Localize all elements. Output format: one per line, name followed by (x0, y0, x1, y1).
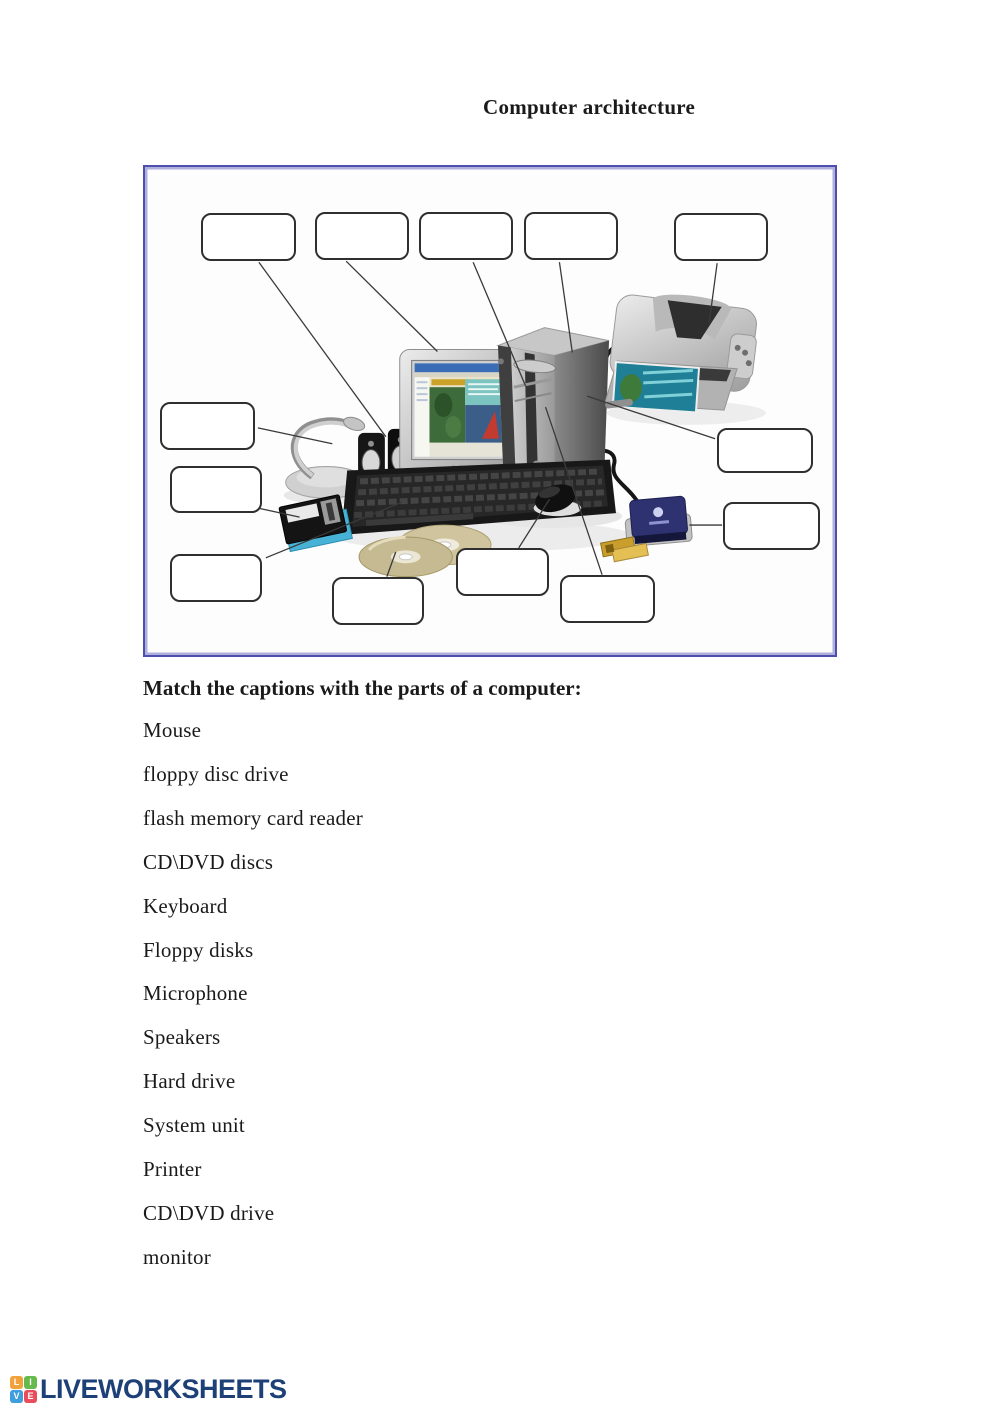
logo-tile-v: V (10, 1390, 23, 1403)
cd-dvd-discs-image (358, 524, 492, 578)
caption-system-unit: System unit (143, 1113, 245, 1138)
connector-lines (253, 260, 723, 577)
answer-box-microphone[interactable] (160, 402, 255, 450)
printer-image (604, 294, 757, 414)
liveworksheets-logo: L I V E LIVEWORKSHEETS (10, 1374, 287, 1405)
computer-illustration (253, 260, 766, 578)
caption-list: Mouse floppy disc drive flash memory car… (143, 709, 363, 1279)
liveworksheets-icon: L I V E (10, 1376, 37, 1403)
caption-microphone: Microphone (143, 981, 248, 1006)
line-system-unit (586, 395, 716, 440)
page-title: Computer architecture (483, 95, 696, 119)
answer-box-cd-dvd-drive[interactable] (419, 212, 513, 260)
caption-mouse: Mouse (143, 718, 202, 743)
caption-card-reader: flash memory card reader (143, 806, 363, 831)
answer-box-speakers[interactable] (201, 213, 296, 261)
caption-keyboard: Keyboard (143, 893, 228, 918)
card-reader-image (600, 495, 693, 563)
logo-tile-i: I (24, 1376, 37, 1389)
answer-box-floppy-drive[interactable] (560, 575, 655, 623)
logo-tile-l: L (10, 1376, 23, 1389)
line-hard-drive (558, 262, 573, 353)
caption-cd-dvd-drive: CD\DVD drive (143, 1200, 275, 1225)
answer-box-monitor[interactable] (315, 212, 409, 260)
caption-hard-drive: Hard drive (143, 1069, 236, 1094)
caption-cd-dvd-discs: CD\DVD discs (143, 849, 274, 874)
answer-box-floppy-disks[interactable] (170, 466, 262, 513)
caption-monitor: monitor (143, 1244, 211, 1269)
line-keyboard (265, 501, 402, 559)
answer-box-mouse[interactable] (456, 548, 549, 596)
line-floppy-drive (544, 406, 603, 575)
caption-floppy-disks: Floppy disks (143, 937, 254, 962)
line-floppy-disks (253, 506, 300, 518)
caption-floppy-disc-drive: floppy disc drive (143, 762, 289, 787)
floppy-disks-image (278, 494, 353, 553)
line-printer (708, 263, 718, 323)
answer-box-keyboard[interactable] (170, 554, 262, 602)
caption-printer: Printer (143, 1156, 202, 1181)
diagram-frame (143, 165, 837, 657)
line-monitor (345, 260, 438, 352)
logo-wordmark: LIVEWORKSHEETS (40, 1374, 287, 1404)
answer-box-hard-drive[interactable] (524, 212, 618, 260)
line-mouse (518, 498, 551, 549)
answer-box-system-unit[interactable] (717, 428, 813, 473)
answer-box-card-reader[interactable] (723, 502, 820, 550)
answer-box-printer[interactable] (674, 213, 768, 261)
line-cd-drive (472, 261, 527, 387)
instruction-heading: Match the captions with the parts of a c… (143, 676, 582, 700)
keyboard-image (341, 459, 616, 535)
caption-speakers: Speakers (143, 1025, 221, 1050)
answer-box-cd-dvd-discs[interactable] (332, 577, 424, 625)
line-cd-discs (386, 551, 397, 577)
line-speakers (258, 261, 387, 438)
logo-tile-e: E (24, 1390, 37, 1403)
line-microphone (257, 427, 333, 445)
